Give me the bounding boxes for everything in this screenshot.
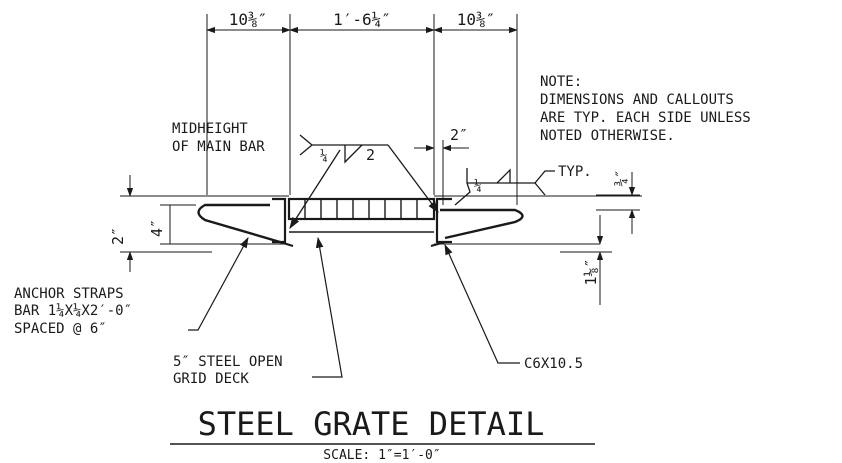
extension-lines [206,14,518,205]
anchor-straps-label: ANCHOR STRAPS [14,286,124,302]
anchor-strap-left [197,203,281,244]
midheight-label: MIDHEIGHT [172,121,248,137]
note-line: DIMENSIONS AND CALLOUTS [540,92,734,108]
anchor-straps-label: BAR 1¼X¼X2′-0″ [14,303,132,319]
weld-symbol-right [454,168,555,206]
note-line: NOTED OTHERWISE. [540,128,675,144]
weld-size-left: ¼ [320,149,328,164]
slab-lines [120,195,642,253]
leader-grid-deck [312,236,343,378]
left-outer-dim-text: 2″ [109,227,127,245]
dim-right-text: 10⅜″ [457,10,496,29]
left-vertical-dimension [126,175,196,272]
gap-dim-text: 2″ [450,126,468,144]
grid-deck [287,197,436,233]
grid-deck-label: GRID DECK [173,371,249,387]
right-vertical-dim-text: ¾″ [614,170,630,187]
left-inner-dim-text: 4″ [148,219,166,237]
weld-symbol-left [289,134,439,229]
dim-middle-text: 1′-6¼″ [333,10,391,29]
gap-dimension [414,140,469,205]
typ-label: TYP. [558,164,592,180]
bottom-right-dim-text: 1⅛″ [582,258,600,285]
bottom-right-vertical-dimension [560,215,612,305]
weld-length-left: 2 [366,146,375,164]
anchor-straps-label: SPACED @ 6″ [14,321,107,337]
drawing-title: STEEL GRATE DETAIL [198,405,545,443]
leader-anchor-straps [188,237,249,331]
grid-deck-label: 5″ STEEL OPEN [173,354,283,370]
channel-label: C6X10.5 [524,356,583,372]
scale-label: SCALE: 1″=1′-0″ [323,448,440,463]
right-vertical-dimension [596,172,640,234]
weld-size-right: ¼ [474,179,482,194]
anchor-strap-right [440,208,524,240]
leader-channel [444,244,520,364]
dim-left-text: 10⅜″ [229,10,268,29]
note-block: NOTE: DIMENSIONS AND CALLOUTS ARE TYP. E… [540,74,751,144]
midheight-label: OF MAIN BAR [172,139,265,155]
note-line: ARE TYP. EACH SIDE UNLESS [540,110,751,126]
note-line: NOTE: [540,74,582,90]
